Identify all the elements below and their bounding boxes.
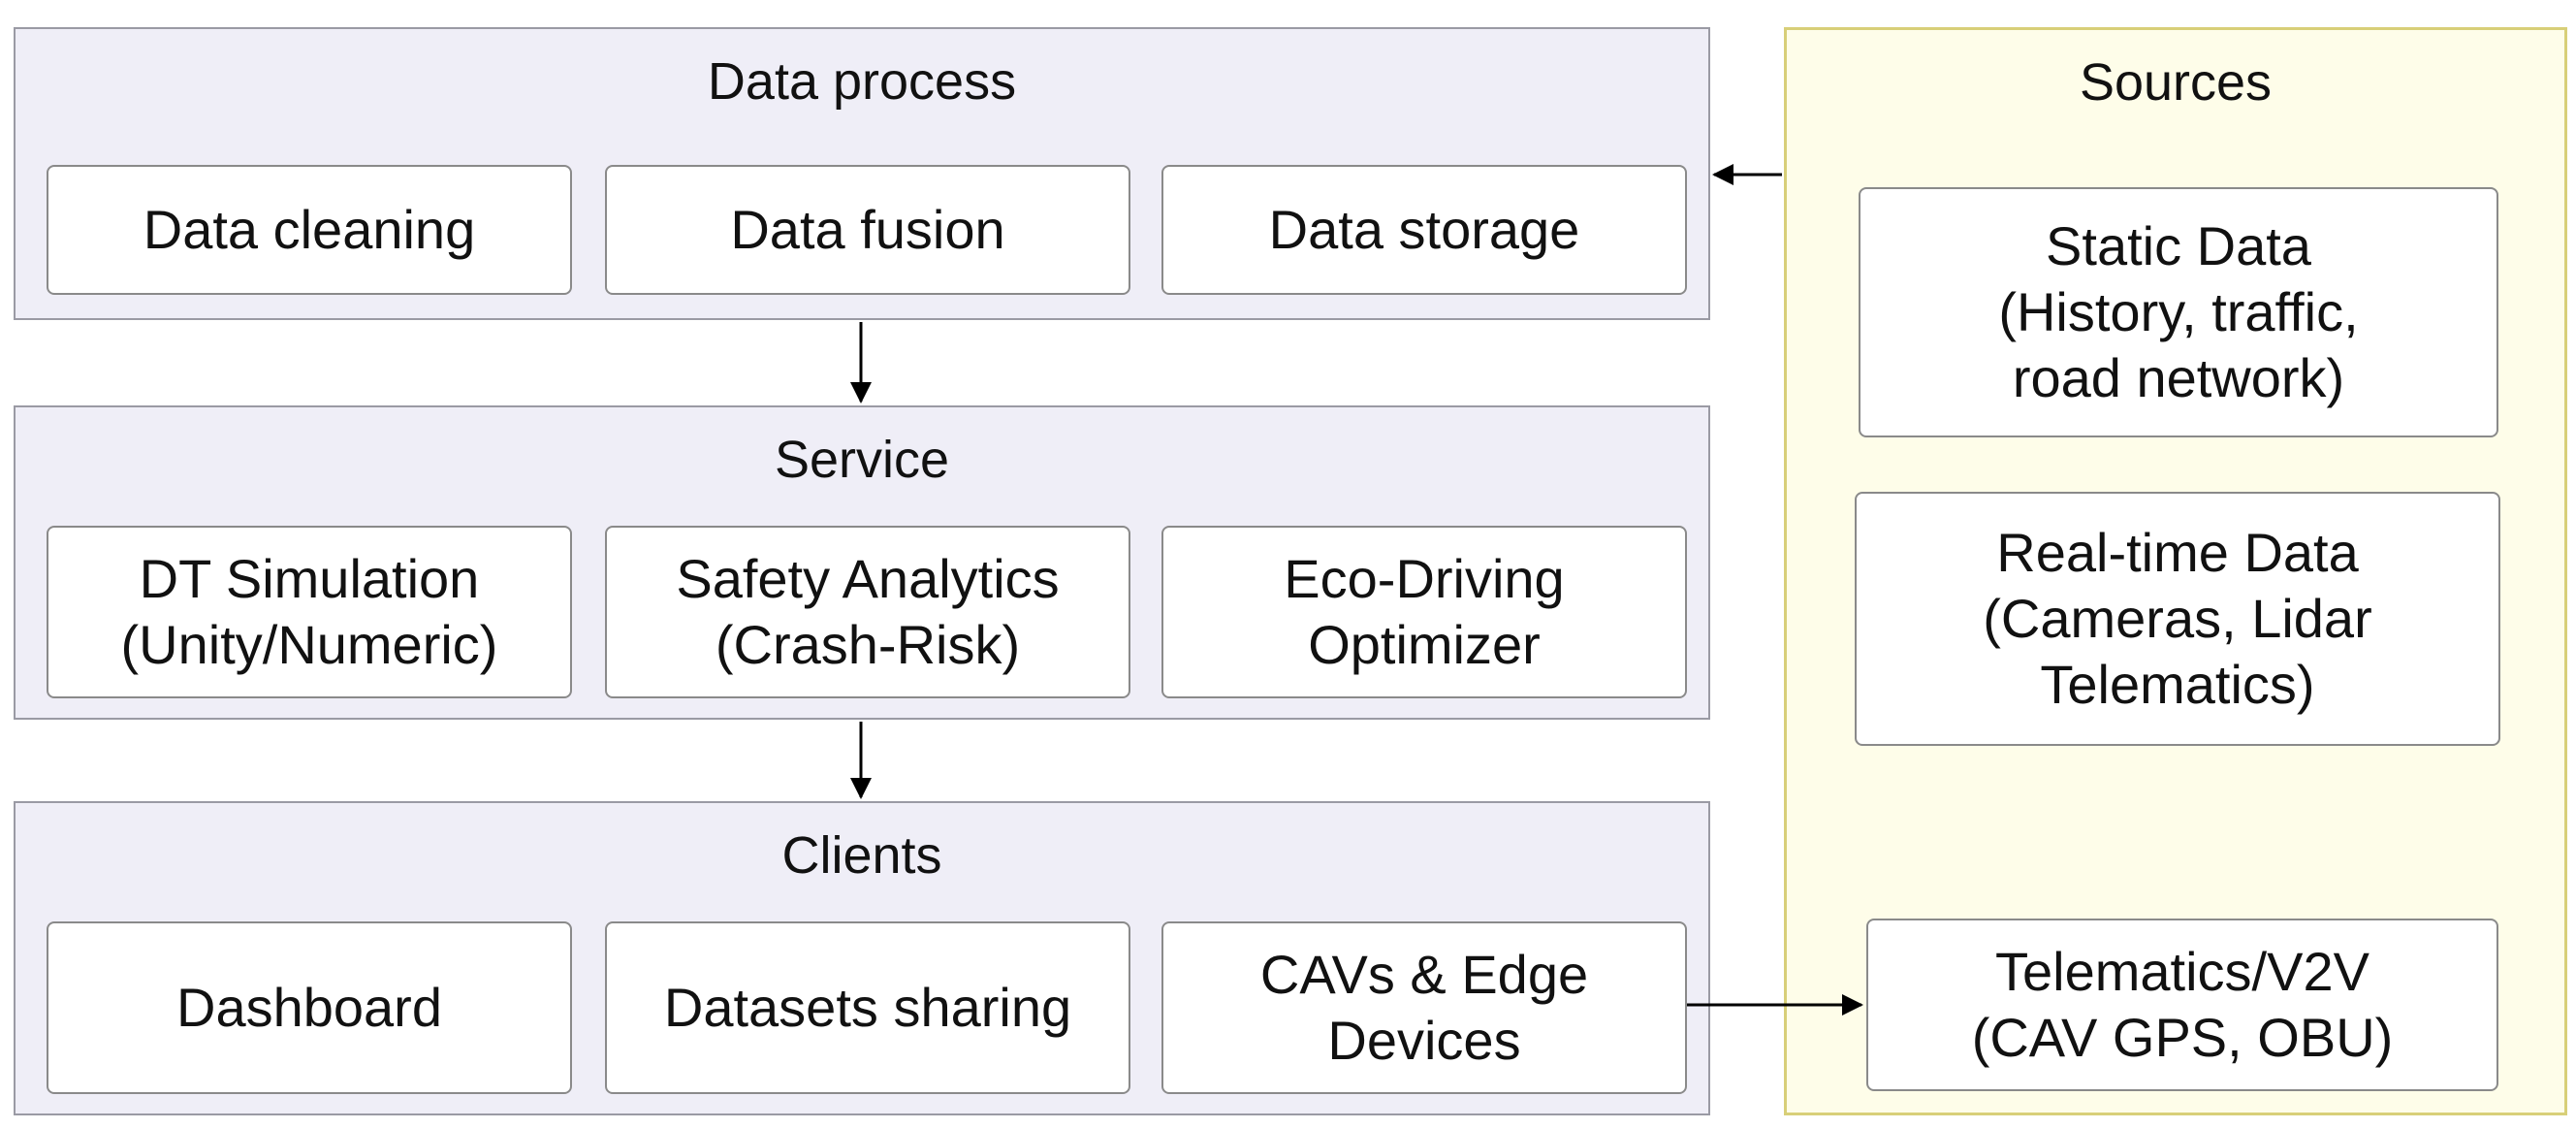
dashboard-box: Dashboard — [47, 921, 572, 1094]
real-time-data-box: Real-time Data (Cameras, Lidar Telematic… — [1855, 492, 2500, 746]
data-cleaning-box: Data cleaning — [47, 165, 572, 295]
safety-analytics-box: Safety Analytics (Crash-Risk) — [605, 526, 1130, 698]
sources-panel: Sources Static Data (History, traffic, r… — [1784, 27, 2567, 1115]
data-process-layer: Data process Data cleaning Data fusion D… — [14, 27, 1710, 320]
telematics-v2v-box: Telematics/V2V (CAV GPS, OBU) — [1866, 919, 2498, 1091]
sources-title: Sources — [2079, 53, 2273, 112]
data-fusion-box: Data fusion — [605, 165, 1130, 295]
dt-simulation-box: DT Simulation (Unity/Numeric) — [47, 526, 572, 698]
static-data-box: Static Data (History, traffic, road netw… — [1859, 187, 2498, 437]
clients-layer: Clients Dashboard Datasets sharing CAVs … — [14, 801, 1710, 1115]
clients-title: Clients — [781, 826, 942, 885]
cavs-edge-devices-box: CAVs & Edge Devices — [1161, 921, 1687, 1094]
service-title: Service — [774, 431, 950, 489]
datasets-sharing-box: Datasets sharing — [605, 921, 1130, 1094]
service-layer: Service DT Simulation (Unity/Numeric) Sa… — [14, 405, 1710, 720]
eco-driving-box: Eco-Driving Optimizer — [1161, 526, 1687, 698]
data-storage-box: Data storage — [1161, 165, 1687, 295]
data-process-title: Data process — [707, 52, 1017, 111]
